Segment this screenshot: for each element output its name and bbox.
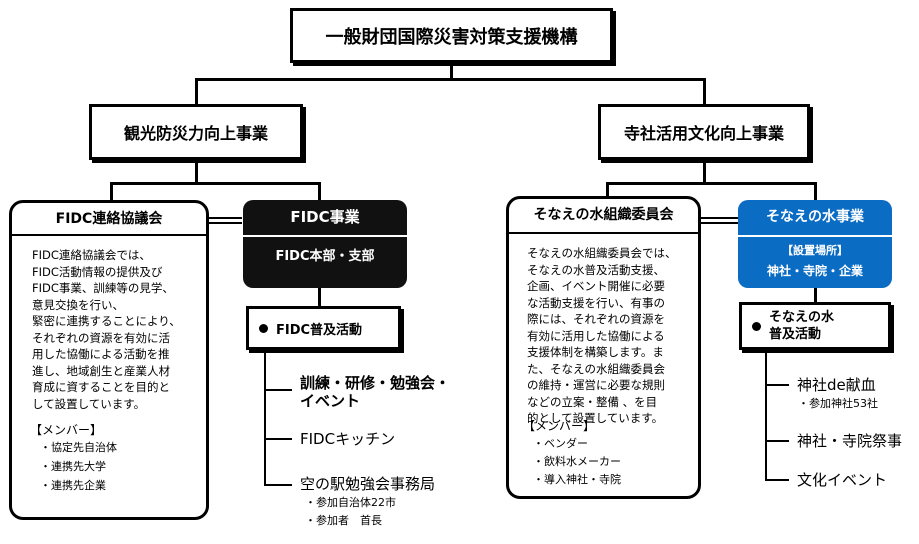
council-title-divider: [12, 234, 206, 236]
fidc-activity-item-3-note-2: ・参加者 首長: [305, 514, 382, 527]
connector-water-project-activity: [814, 287, 817, 303]
committee-title-divider: [509, 232, 698, 234]
committee-box: そなえの水組織委員会 そなえの水組織委員会では、 そなえの水普及活動支援、 企画…: [506, 196, 701, 499]
link-council-project-2: [208, 222, 242, 224]
tree-left-vertical: [264, 350, 266, 486]
root-box: 一般財団国際災害対策支援機構: [290, 8, 613, 63]
connector-root-down: [450, 62, 453, 80]
fidc-project-subtitle: FIDC本部・支部: [275, 249, 375, 264]
council-member-3: ・連携先企業: [40, 479, 106, 492]
connector-top-horizontal: [195, 78, 705, 81]
link-committee-project-2: [700, 222, 738, 224]
tree-right-branch-3: [765, 479, 789, 481]
committee-member-2: ・飲料水メーカー: [533, 455, 621, 468]
root-title: 一般財団国際災害対策支援機構: [325, 26, 578, 48]
tree-right-vertical: [765, 340, 767, 481]
right-division-title: 寺社活用文化向上事業: [623, 124, 784, 143]
water-project-box: そなえの水事業 【設置場所】 神社・寺院・企業: [738, 200, 892, 288]
water-activity-box: そなえの水 普及活動: [739, 302, 891, 350]
tree-left-branch-3: [264, 484, 292, 486]
bullet-icon: [259, 323, 268, 333]
council-title: FIDC連絡協議会: [55, 211, 163, 227]
water-activity-item-1-note-1: ・参加神社53社: [798, 397, 878, 410]
bullet-icon: [752, 321, 761, 331]
connector-left-sub-down: [195, 160, 198, 184]
committee-member-1: ・ベンダー: [533, 437, 588, 450]
fidc-activity-title: FIDC普及活動: [276, 322, 363, 338]
water-activity-item-3: 文化イベント: [797, 471, 888, 489]
council-body: FIDC連絡協議会では、 FIDC活動情報の提供及び FIDC事業、訓練等の見学…: [32, 248, 181, 411]
left-division-title: 観光防災力向上事業: [123, 124, 268, 143]
council-member-2: ・連携先大学: [40, 460, 106, 473]
tree-right-branch-2: [765, 440, 789, 442]
water-project-location-value: 神社・寺院・企業: [766, 264, 863, 278]
committee-members-label: 【メンバー】: [523, 419, 596, 433]
fidc-activity-item-2: FIDCキッチン: [300, 430, 396, 448]
committee-title: そなえの水組織委員会: [533, 207, 674, 223]
fidc-activity-item-1: 訓練・研修・勉強会・ イベント: [300, 374, 451, 410]
tree-left-branch-2: [264, 438, 292, 440]
connector-left-down: [195, 78, 198, 106]
fidc-activity-item-3: 空の駅勉強会事務局: [300, 475, 436, 493]
fidc-project-title: FIDC事業: [290, 208, 360, 226]
connector-water-project-down: [814, 182, 817, 202]
connector-council-down: [110, 182, 113, 202]
council-member-1: ・協定先自治体: [40, 441, 117, 454]
fidc-project-box: FIDC事業 FIDC本部・支部: [243, 200, 407, 288]
committee-member-3: ・導入神社・寺院: [533, 473, 621, 486]
water-project-location-label: 【設置場所】: [782, 244, 848, 257]
connector-left-sub-horizontal: [110, 182, 320, 185]
connector-project-down: [318, 182, 321, 202]
tree-left-branch-1: [264, 389, 292, 391]
right-division-box: 寺社活用文化向上事業: [598, 104, 810, 160]
connector-project-activity: [318, 287, 321, 307]
fidc-project-divider: [243, 235, 407, 237]
tree-right-branch-1: [765, 384, 789, 386]
council-box: FIDC連絡協議会 FIDC連絡協議会では、 FIDC活動情報の提供及び FID…: [9, 200, 209, 520]
fidc-activity-box: FIDC普及活動: [246, 306, 401, 350]
connector-right-down: [703, 78, 706, 106]
left-division-box: 観光防災力向上事業: [89, 104, 303, 160]
connector-right-sub-down: [703, 160, 706, 184]
water-activity-item-1: 神社de献血: [797, 376, 876, 394]
water-activity-item-2: 神社・寺院祭事: [797, 432, 903, 450]
connector-committee-down: [606, 182, 609, 202]
water-activity-title: そなえの水 普及活動: [769, 310, 835, 342]
water-project-title: そなえの水事業: [766, 209, 864, 225]
connector-right-sub-horizontal: [606, 182, 816, 185]
fidc-activity-item-3-note-1: ・参加自治体22市: [305, 496, 396, 509]
water-project-divider: [738, 235, 892, 237]
committee-body: そなえの水組織委員会では、 そなえの水普及活動支援、 企画、イベント開催に必要 …: [527, 246, 677, 425]
link-council-project-1: [208, 217, 242, 219]
link-committee-project-1: [700, 217, 738, 219]
council-members-label: 【メンバー】: [30, 423, 103, 437]
